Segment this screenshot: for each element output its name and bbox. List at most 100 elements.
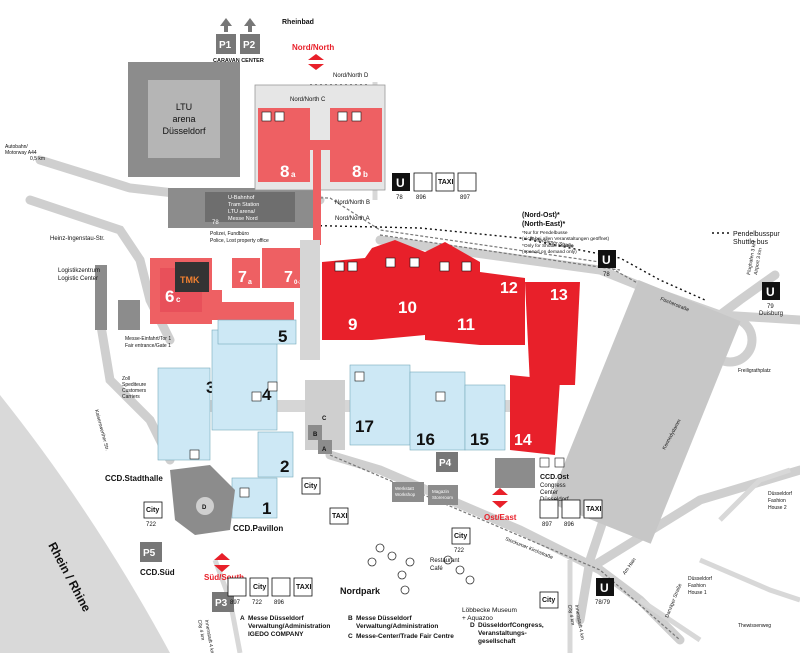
shuttle-legend-label-2: Shuttle bus <box>733 239 769 246</box>
kaiserswerther-label: Kaiserswerther Str. <box>93 409 110 451</box>
loebbecke-label-2: + Aquazoo <box>462 615 493 622</box>
messe-einfahrt-label-1: Messe-Einfahrt/Tor 1 <box>125 336 171 342</box>
storeroom-building <box>428 485 458 505</box>
workshop-building <box>392 482 424 502</box>
restaurant-label-2: Café <box>430 566 443 572</box>
ccd-ost-label-2: Congress <box>540 483 566 489</box>
road-network <box>25 82 800 653</box>
arena-label-1: LTU <box>176 102 192 112</box>
svg-text:U: U <box>766 285 775 299</box>
building-legend: A Messe Düsseldorf Verwaltung/Administra… <box>240 615 544 645</box>
storeroom-label-2: Storeroom <box>432 495 453 500</box>
hall-7a[interactable] <box>232 258 260 288</box>
svg-text:897: 897 <box>542 522 553 528</box>
ubahn-station-sign <box>205 192 295 222</box>
east-entrance-label: Ost/East <box>484 513 517 522</box>
svg-text:City: City <box>454 533 467 540</box>
ubahn-label-1: U-Bahnhof <box>228 195 255 201</box>
autobahn-label-3: 0,5 km <box>30 156 45 162</box>
parking-p3[interactable]: P3 <box>212 592 234 612</box>
svg-text:City: City <box>253 584 266 591</box>
parking-p2[interactable]: P2 <box>240 18 260 54</box>
south-entrance-arrow <box>214 553 230 572</box>
fashion-house-1-2: Fashion <box>688 583 706 589</box>
nordpark-label: Nordpark <box>340 586 381 596</box>
bus-icon-pavillon: City <box>301 477 321 495</box>
north-entrance-label: Nord/North <box>292 43 334 52</box>
hall-5[interactable] <box>217 319 297 345</box>
storeroom-label-1: Magazin <box>432 489 450 494</box>
svg-text:DüsseldorfCongress,: DüsseldorfCongress, <box>478 622 544 629</box>
svg-text:896: 896 <box>274 600 285 606</box>
fashion-house-2-1: Düsseldorf <box>768 491 793 497</box>
hall-10[interactable] <box>372 240 425 340</box>
north-c-label: Nord/North C <box>290 97 326 103</box>
hall-13[interactable] <box>525 282 580 385</box>
tmk-logo <box>175 262 209 292</box>
autobahn-label-2: Motorway A44 <box>5 150 37 156</box>
hall-15[interactable] <box>464 384 506 451</box>
hall-5-number: 5 <box>278 327 287 346</box>
flughafen-label-1: Flughafen 3 km <box>746 240 758 275</box>
svg-text:P4: P4 <box>439 458 452 469</box>
svg-text:P1: P1 <box>219 40 232 51</box>
parking-p1[interactable]: P1 <box>216 18 236 54</box>
hall-12[interactable] <box>480 272 525 345</box>
svg-text:Verwaltung/Administration: Verwaltung/Administration <box>356 623 438 630</box>
svg-text:Veranstaltungs-: Veranstaltungs- <box>478 630 527 637</box>
fashion-house-1-3: House 1 <box>688 590 707 596</box>
hall-16[interactable] <box>409 371 466 451</box>
hall-9[interactable] <box>322 248 372 340</box>
hall-7a-sub: a <box>248 279 252 286</box>
north-east-note-1: *Nur für Pendelbusse <box>522 230 568 236</box>
svg-text:TAXI: TAXI <box>586 506 601 513</box>
svg-text:P5: P5 <box>143 548 156 559</box>
flughafen-label-2: Airport 3 km <box>753 248 764 276</box>
building-c-label: C <box>322 416 327 422</box>
svg-text:896: 896 <box>416 195 427 201</box>
svg-text:722: 722 <box>252 600 263 606</box>
ubahn-line-78: 78 <box>212 220 219 226</box>
taxi-icon-nordpark: TAXI <box>329 507 349 525</box>
north-east-note-2: (nicht bei allen Veranstaltungen geöffne… <box>522 236 610 242</box>
hall-2[interactable] <box>257 431 294 478</box>
svg-text:D: D <box>470 622 475 629</box>
arena-label-2: arena <box>172 114 195 124</box>
svg-text:City: City <box>304 483 317 490</box>
hall-4[interactable] <box>211 329 278 431</box>
nordpark-trees <box>367 543 475 595</box>
svg-text:78/79: 78/79 <box>595 600 611 606</box>
parking-p5[interactable]: P5 <box>140 542 162 562</box>
fashion-house-1-1: Düsseldorf <box>688 576 713 582</box>
parking-east-area <box>548 280 741 544</box>
building-a <box>318 440 332 454</box>
bus-icon-southeast: City <box>539 591 559 609</box>
ubahn-label-3: LTU arena/ <box>228 209 256 215</box>
svg-text:722: 722 <box>146 522 157 528</box>
messe-einfahrt-label-2: Fair entrance/Gate 1 <box>125 343 171 349</box>
svg-text:79: 79 <box>767 304 774 310</box>
svg-text:896: 896 <box>564 522 575 528</box>
building-d <box>196 497 214 515</box>
north-east-label-1: (Nord-Ost)* <box>522 212 560 219</box>
hall-1[interactable] <box>231 477 278 519</box>
hall-14[interactable] <box>510 375 560 455</box>
north-east-label-2: (North-East)* <box>522 221 565 228</box>
hall-8a-sub: a <box>291 170 296 179</box>
parking-p4[interactable]: P4 <box>436 452 458 472</box>
svg-text:722: 722 <box>454 548 465 554</box>
hall-16-number: 16 <box>416 430 435 449</box>
city-label-4: City 4 km <box>566 604 576 626</box>
hall-6-connector <box>212 290 222 320</box>
building-b <box>308 425 322 440</box>
logistics-label-2: Logistic Center <box>58 276 98 282</box>
hall-8b-number: 8 <box>352 162 361 181</box>
zoll-label-1: Zoll <box>122 376 130 382</box>
svg-text:TAXI: TAXI <box>296 584 311 591</box>
logistics-building-2 <box>118 300 140 330</box>
north-b-label: Nord/North B <box>335 200 370 206</box>
zoll-label-4: Carriers <box>122 394 140 400</box>
tmk-logo-text: TMK <box>180 275 200 285</box>
hall-3[interactable] <box>157 367 211 461</box>
